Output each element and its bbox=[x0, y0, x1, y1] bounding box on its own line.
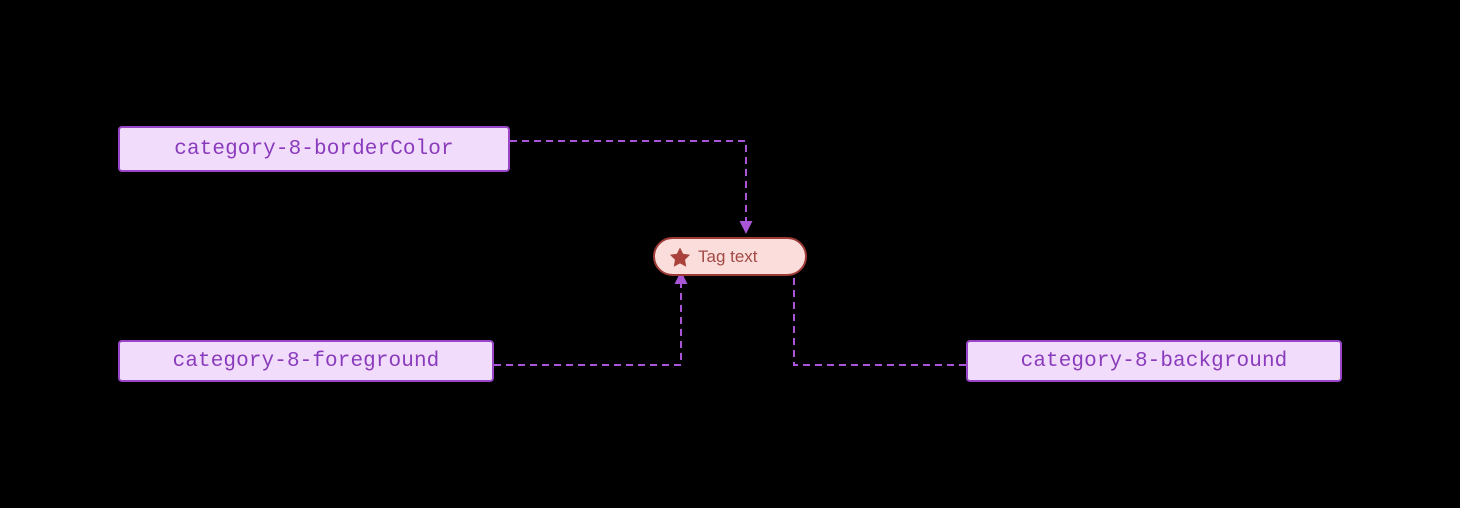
tag-node-label: Tag text bbox=[698, 247, 758, 266]
edge-background-to-tag bbox=[787, 256, 966, 366]
node-tag-text[interactable]: Tag text bbox=[653, 237, 807, 276]
node-category-8-background[interactable]: category-8-background bbox=[966, 340, 1342, 382]
node-label: category-8-foreground bbox=[172, 349, 440, 373]
node-category-8-bordercolor[interactable]: category-8-borderColor bbox=[118, 126, 510, 172]
arrowhead-down-icon bbox=[739, 221, 753, 234]
node-label: category-8-borderColor bbox=[174, 137, 454, 161]
star-icon bbox=[669, 246, 691, 267]
edge-borderColor-to-tag bbox=[510, 140, 753, 234]
node-category-8-foreground[interactable]: category-8-foreground bbox=[118, 340, 494, 382]
node-label: category-8-background bbox=[1020, 349, 1288, 373]
edge-foreground-to-tag bbox=[494, 271, 688, 366]
